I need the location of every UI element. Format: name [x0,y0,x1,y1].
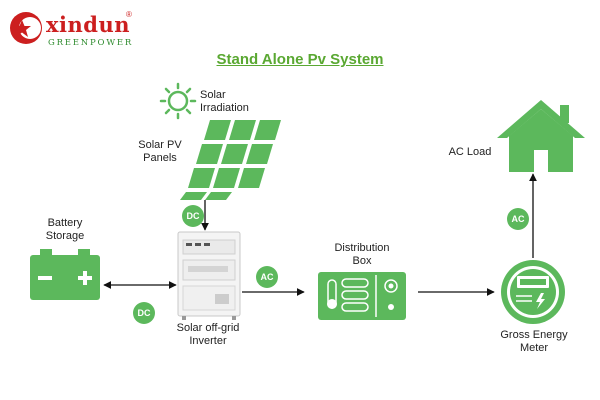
house-icon [497,100,585,172]
label-meter-line2: Meter [519,342,549,354]
inverter-icon [177,231,241,320]
badge-dc-panel: DC [182,205,204,227]
label-distribution-line1: Distribution [334,242,390,254]
label-solar-panels: Solar PV Panels [132,139,188,165]
xindun-logo: xindun ® GREENPOWER [8,8,148,56]
distribution-box-icon [318,272,406,320]
label-solar-irradiation-line2: Irradiation [200,102,249,114]
label-energy-meter: Gross Energy Meter [494,329,574,355]
badge-dc-battery: DC [133,302,155,324]
label-battery-storage: Battery Storage [34,217,96,243]
label-inverter: Solar off-grid Inverter [163,322,253,348]
label-distribution-box: Distribution Box [322,242,402,268]
label-distribution-line2: Box [352,255,372,267]
sun-icon [159,82,197,120]
battery-icon [30,249,100,300]
label-solar-irradiation: Solar Irradiation [200,89,250,115]
label-meter-line1: Gross Energy [500,329,568,341]
logo-emblem-icon [10,12,42,44]
label-battery-line2: Storage [45,230,85,242]
label-solar-panels-line2: Panels [143,152,177,164]
page-title: Stand Alone Pv System [216,51,384,68]
solar-panel-icon [180,120,281,200]
label-inverter-line2: Inverter [189,335,227,347]
label-battery-line1: Battery [47,217,83,229]
logo-tagline: GREENPOWER [48,38,134,48]
badge-ac-inverter: AC [256,266,278,288]
energy-meter-icon [501,260,565,324]
badge-ac-load: AC [507,208,529,230]
logo-registered-mark: ® [126,10,132,19]
label-inverter-line1: Solar off-grid [176,322,240,334]
logo-brand-text: xindun [46,12,130,37]
label-solar-panels-line1: Solar PV [138,139,182,151]
label-solar-irradiation-line1: Solar [200,89,226,101]
label-ac-load: AC Load [448,146,492,158]
